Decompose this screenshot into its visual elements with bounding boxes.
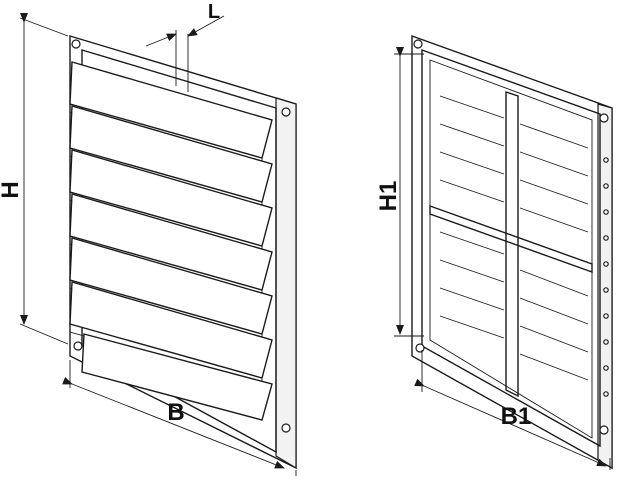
dimension-label-b: B [167, 399, 184, 426]
louvre-blades [69, 61, 273, 421]
screw-icon [281, 423, 291, 433]
center-horizontal-bar [429, 205, 593, 273]
frame-side [275, 97, 297, 470]
screw-icon [71, 39, 81, 49]
screw-icon [413, 39, 423, 49]
screw-icon [599, 113, 609, 123]
dimension-line-b [62, 376, 285, 469]
dimension-line-b1 [414, 378, 607, 467]
dimension-label-h1: H1 [375, 181, 402, 212]
dimension-label-h: H [0, 181, 24, 198]
rear-grille-view: H1 B1 [375, 35, 613, 470]
dimension-label-b1: B1 [501, 403, 532, 430]
screw-icon [415, 343, 425, 353]
shutter-flaps [439, 95, 589, 381]
dimension-line-l [145, 33, 177, 47]
rear-frame-side [597, 103, 613, 470]
screw-icon [281, 107, 291, 117]
front-grille-view: H B L [0, 1, 297, 476]
screw-icon [599, 425, 609, 435]
screw-icon [73, 341, 83, 351]
dimension-label-l: L [208, 1, 220, 23]
